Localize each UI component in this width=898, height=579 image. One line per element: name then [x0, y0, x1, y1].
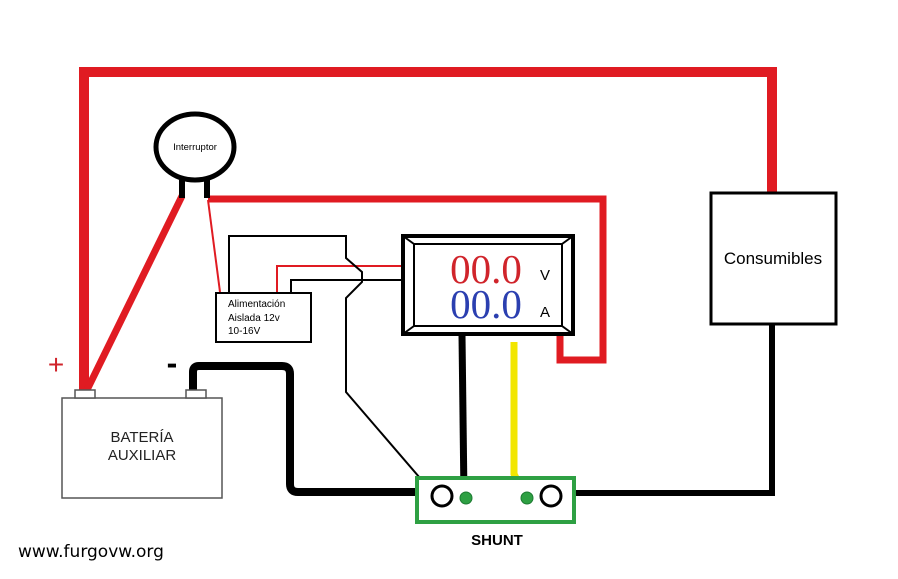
supply-black-wire-1: [228, 235, 433, 493]
current-reading: 00.0: [450, 281, 522, 327]
meter-bevel-tr: [561, 235, 574, 245]
isolated-supply-line3: 10-16V: [228, 326, 261, 337]
volt-amp-meter: 00.0 V 00.0 A: [401, 234, 575, 336]
supply-black-wire-2: [290, 279, 402, 294]
shunt-to-load-wire: [552, 322, 775, 496]
isolated-supply-line1: Alimentación: [228, 299, 285, 310]
battery-label-line2: AUXILIAR: [108, 447, 177, 464]
switch-to-meter-wire: [208, 195, 607, 364]
meter-to-shunt-wire: [458, 334, 468, 498]
switch-to-supply-wire: [207, 199, 221, 293]
loads: Consumibles: [709, 191, 838, 326]
switch-body: [153, 111, 237, 183]
watermark: www.furgovw.org: [18, 542, 164, 562]
voltage-unit: V: [540, 267, 550, 284]
shunt-sense-left: [459, 491, 473, 505]
shunt-terminal-left: [430, 484, 454, 508]
negative-terminal-label: -: [167, 345, 178, 381]
switch-label: Interruptor: [173, 142, 217, 153]
shunt-sense-right: [520, 491, 534, 505]
meter-signal-wire: [510, 342, 529, 498]
loads-label: Consumibles: [724, 249, 822, 268]
battery-positive-post: [74, 389, 96, 399]
voltage-reading: 00.0: [450, 246, 522, 292]
isolated-supply: Alimentación Aislada 12v 10-16V: [215, 292, 312, 343]
supply-to-meter-wire: [276, 265, 402, 294]
meter-bevel-tl: [402, 235, 415, 245]
meter-bevel-br: [561, 325, 574, 335]
battery-negative-wire: [189, 362, 432, 496]
meter-inner-frame: [413, 243, 563, 327]
main-positive-wire: [79, 67, 777, 392]
battery-label-line1: BATERÍA: [110, 429, 173, 446]
isolated-supply-box: [215, 292, 312, 343]
battery-to-switch-wire: [82, 194, 186, 394]
isolated-supply-line2: Aislada 12v: [228, 313, 280, 324]
shunt-terminal-right: [539, 484, 563, 508]
positive-terminal-label: +: [48, 349, 64, 380]
meter-bevel-bl: [402, 325, 415, 335]
auxiliary-battery: BATERÍA AUXILIAR: [61, 389, 223, 499]
shunt: SHUNT: [415, 476, 576, 549]
loads-box: [709, 191, 838, 326]
battery-body: [61, 397, 223, 499]
current-unit: A: [540, 304, 550, 321]
shunt-label: SHUNT: [471, 532, 523, 549]
switch: Interruptor: [153, 111, 237, 198]
battery-negative-post: [185, 389, 207, 399]
